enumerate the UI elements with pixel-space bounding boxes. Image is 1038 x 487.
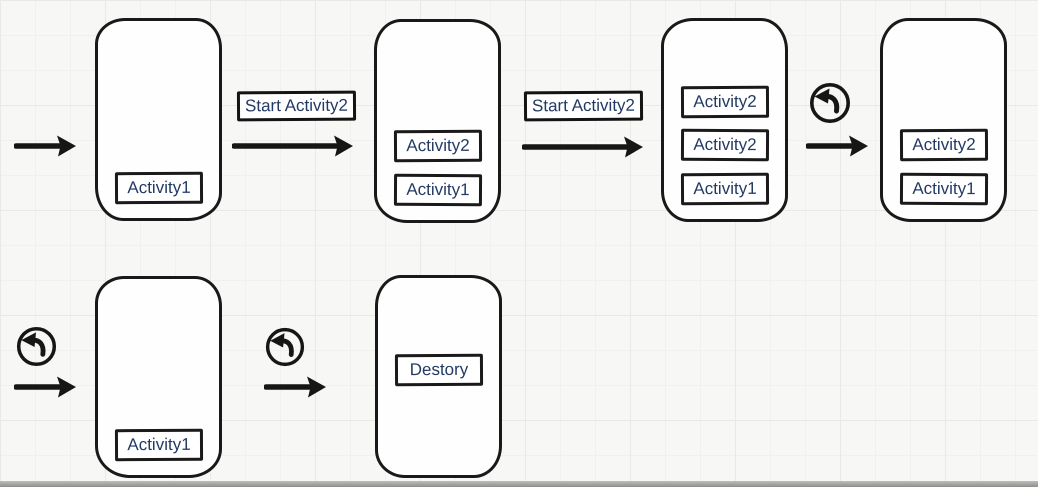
activity-box: Activity1 xyxy=(393,173,482,207)
activity-box: Activity1 xyxy=(114,428,203,462)
arrow-right-icon xyxy=(232,135,353,157)
arrow-right-icon xyxy=(806,135,868,157)
arrow-right-icon xyxy=(14,135,76,157)
activity-box: Activity1 xyxy=(899,172,988,206)
activity-stack-screen-1: Activity1 xyxy=(95,18,222,221)
arrow-right-icon xyxy=(264,376,326,398)
activity-box: Activity2 xyxy=(680,128,769,162)
activity-box: Activity2 xyxy=(393,129,482,163)
back-icon xyxy=(16,326,57,367)
activity-box: Activity1 xyxy=(114,171,203,205)
arrow-right-icon xyxy=(522,136,643,158)
activity-box: Activity1 xyxy=(680,172,769,206)
transition-label: Start Activity2 xyxy=(523,90,644,122)
activity-stack-screen-2: Activity2 Activity1 xyxy=(374,19,501,223)
activity-box: Activity2 xyxy=(680,85,769,119)
window-bottom-edge xyxy=(0,481,1038,487)
activity-box: Activity2 xyxy=(899,128,988,162)
activity-stack-screen-6: Destory xyxy=(375,275,502,478)
back-icon xyxy=(265,327,305,367)
activity-stack-screen-3: Activity2 Activity2 Activity1 xyxy=(661,18,788,222)
activity-stack-screen-5: Activity1 xyxy=(95,276,222,478)
back-icon xyxy=(809,82,851,124)
destroy-box: Destory xyxy=(394,354,483,387)
transition-label: Start Activity2 xyxy=(236,90,357,122)
activity-stack-screen-4: Activity2 Activity1 xyxy=(880,18,1007,222)
arrow-right-icon xyxy=(14,376,76,398)
